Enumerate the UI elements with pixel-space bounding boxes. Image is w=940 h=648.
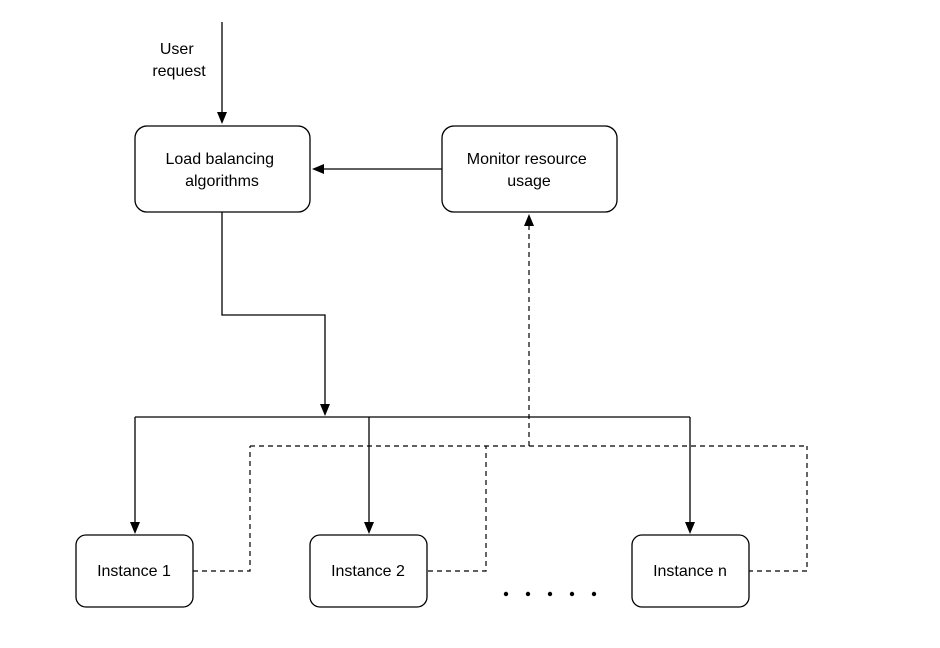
ellipsis-dot bbox=[503, 591, 509, 597]
instance-n-feedback-line bbox=[748, 446, 808, 572]
instance-1-node: Instance 1 bbox=[75, 534, 194, 608]
user-request-arrow bbox=[217, 22, 227, 124]
instance-2-text: Instance 2 bbox=[331, 563, 405, 580]
user-request-label: User request bbox=[152, 41, 206, 80]
instance-n-box bbox=[631, 534, 750, 608]
ellipsis-dot bbox=[547, 591, 553, 597]
monitor-line-2: usage bbox=[507, 173, 551, 190]
user-request-line-2: request bbox=[152, 63, 206, 80]
instances-ellipsis bbox=[503, 591, 597, 597]
feedback-to-monitor-arrow bbox=[524, 214, 534, 446]
monitor-box bbox=[441, 125, 618, 213]
instance-1-label: Instance 1 bbox=[97, 563, 171, 580]
instance-1-feedback-line bbox=[193, 446, 251, 572]
instance-2-feedback-line bbox=[428, 446, 487, 572]
instance-2-label: Instance 2 bbox=[331, 563, 405, 580]
ellipsis-dot bbox=[525, 591, 531, 597]
monitor-to-balancer-arrow bbox=[312, 164, 442, 174]
ellipsis-dot bbox=[569, 591, 575, 597]
instance-n-node: Instance n bbox=[631, 534, 750, 608]
monitor-line-1: Monitor resource bbox=[467, 151, 587, 168]
bus-to-instance-2-arrow bbox=[364, 417, 374, 534]
instance-feedback-paths bbox=[193, 445, 808, 572]
bus-to-instance-n-arrow bbox=[685, 417, 695, 534]
monitor-label: Monitor resource usage bbox=[467, 151, 592, 190]
ellipsis-dot bbox=[591, 591, 597, 597]
user-request-line-1: User bbox=[160, 41, 194, 58]
instance-n-text: Instance n bbox=[653, 563, 727, 580]
balancer-to-bus-arrow bbox=[221, 212, 330, 416]
load-balancer-line-2: algorithms bbox=[185, 173, 259, 190]
instance-1-text: Instance 1 bbox=[97, 563, 171, 580]
monitor-node: Monitor resource usage bbox=[441, 125, 618, 213]
instance-1-box bbox=[75, 534, 194, 608]
load-balancer-node: Load balancing algorithms bbox=[134, 125, 311, 213]
load-balancer-box bbox=[134, 125, 311, 213]
instance-n-label: Instance n bbox=[653, 563, 727, 580]
load-balancer-label: Load balancing algorithms bbox=[166, 151, 279, 190]
instance-2-node: Instance 2 bbox=[309, 534, 428, 608]
load-balancer-line-1: Load balancing bbox=[166, 151, 275, 168]
instance-2-box bbox=[309, 534, 428, 608]
bus-to-instance-1-arrow bbox=[130, 417, 140, 534]
